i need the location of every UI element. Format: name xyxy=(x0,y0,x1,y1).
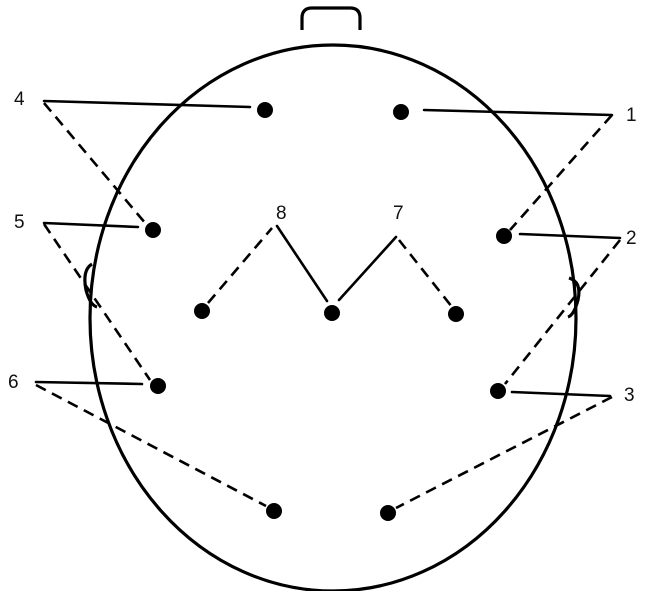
electrode-upper-left xyxy=(145,222,161,238)
connector-4-solid xyxy=(44,101,250,107)
label-4: 4 xyxy=(14,89,25,110)
connector-7-dashed xyxy=(399,240,452,307)
connector-2-solid xyxy=(520,234,620,238)
connector-5-solid xyxy=(44,223,138,227)
connector-4-dashed xyxy=(44,103,146,224)
connector-6-solid xyxy=(36,382,142,384)
connector-1-dashed xyxy=(510,115,612,230)
connector-3-dashed xyxy=(396,397,612,508)
label-5: 5 xyxy=(14,212,25,233)
label-3: 3 xyxy=(624,385,635,406)
label-7: 7 xyxy=(393,203,404,224)
electrode-center xyxy=(324,305,340,321)
electrode-back-left xyxy=(266,503,282,519)
connector-8-solid xyxy=(277,226,327,301)
connector-8-dashed xyxy=(208,228,272,303)
label-1: 1 xyxy=(626,105,637,126)
label-8: 8 xyxy=(276,203,287,224)
connector-2-dashed xyxy=(505,240,620,384)
connector-3-solid xyxy=(512,392,610,396)
electrode-front-right xyxy=(393,104,409,120)
label-6: 6 xyxy=(8,372,19,393)
label-2: 2 xyxy=(626,228,637,249)
nose xyxy=(302,8,360,30)
electrode-front-left xyxy=(257,102,273,118)
connector-6-dashed xyxy=(36,385,266,506)
electrode-lower-right xyxy=(490,383,506,399)
electrode-lower-left xyxy=(150,378,166,394)
electrode-mid-left xyxy=(194,303,210,319)
connector-7-solid xyxy=(339,237,396,300)
electrode-back-right xyxy=(380,505,396,521)
connector-1-solid xyxy=(424,110,612,115)
electrode-mid-right xyxy=(448,306,464,322)
electrode-upper-right xyxy=(496,228,512,244)
